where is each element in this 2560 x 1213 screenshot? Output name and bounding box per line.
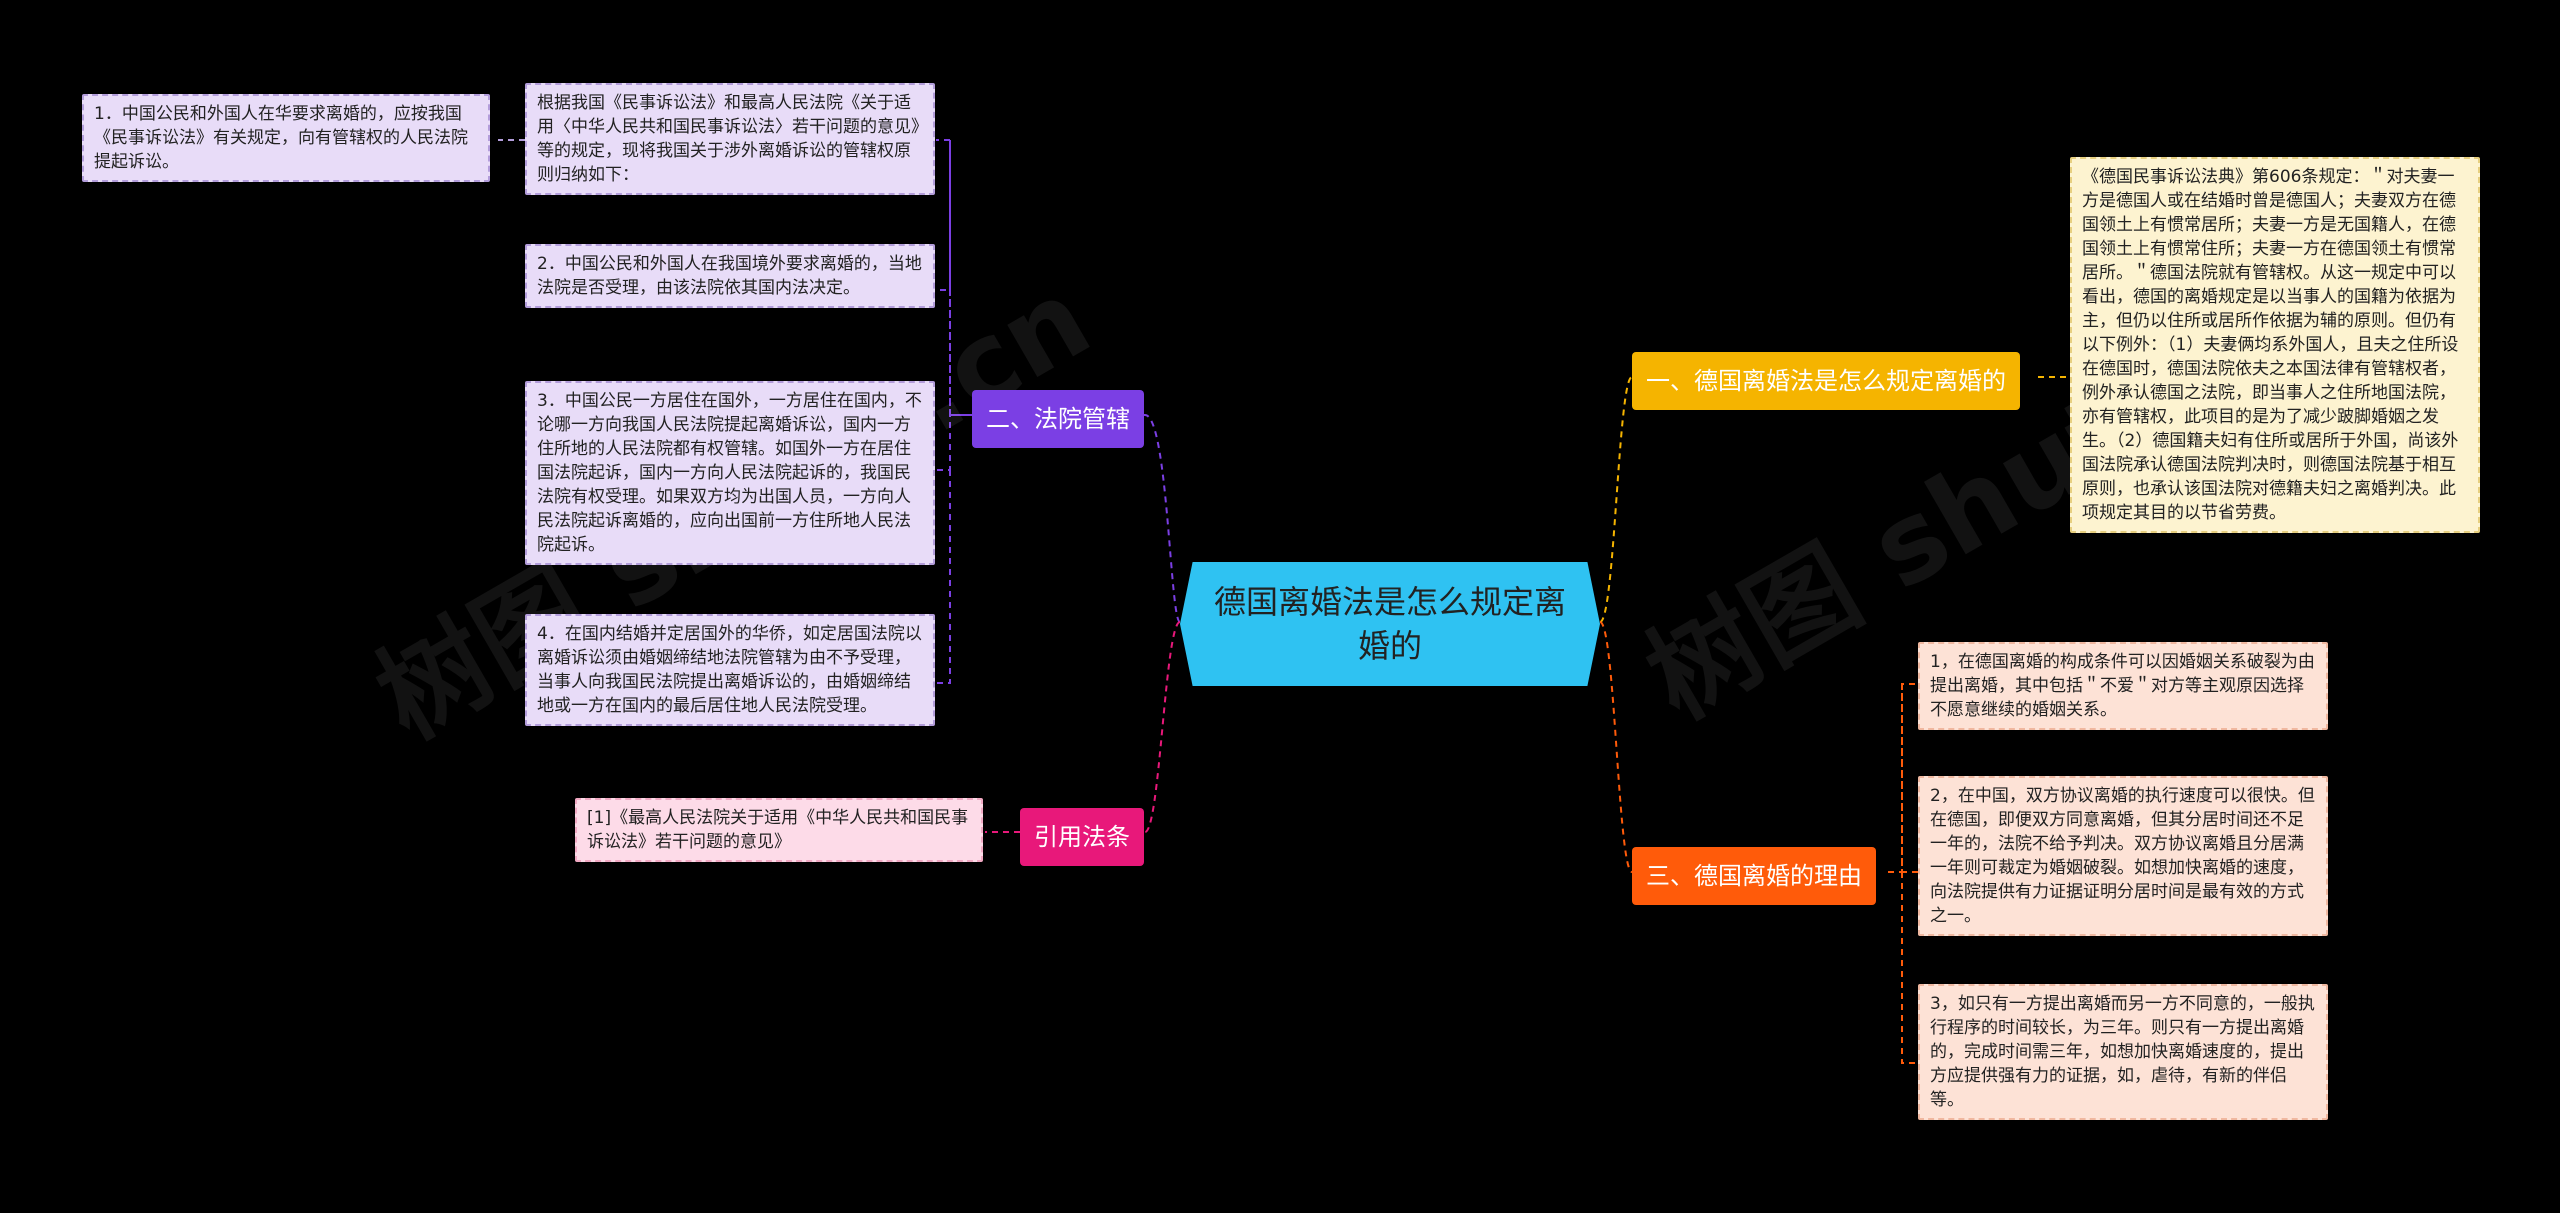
leaf-court-3[interactable]: 3．中国公民一方居住在国外，一方居住在国内，不论哪一方向我国人民法院提起离婚诉讼… — [525, 381, 935, 565]
leaf-court-2[interactable]: 2．中国公民和外国人在我国境外要求离婚的，当地法院是否受理，由该法院依其国内法决… — [525, 244, 935, 308]
leaf-court-intro[interactable]: 根据我国《民事诉讼法》和最高人民法院《关于适用〈中华人民共和国民事诉讼法〉若干问… — [525, 83, 935, 195]
leaf-reason-3[interactable]: 3，如只有一方提出离婚而另一方不同意的，一般执行程序的时间较长，为三年。则只有一… — [1918, 984, 2328, 1120]
branch-divorce-reasons[interactable]: 三、德国离婚的理由 — [1632, 847, 1876, 905]
leaf-reason-1[interactable]: 1，在德国离婚的构成条件可以因婚姻关系破裂为由提出离婚，其中包括＂不爱＂对方等主… — [1918, 642, 2328, 730]
center-topic[interactable]: 德国离婚法是怎么规定离婚的 — [1180, 562, 1600, 686]
branch-court-jurisdiction[interactable]: 二、法院管辖 — [972, 390, 1144, 448]
leaf-cite-1[interactable]: [1]《最高人民法院关于适用《中华人民共和国民事诉讼法》若干问题的意见》 — [575, 798, 983, 862]
leaf-german-law-606[interactable]: 《德国民事诉讼法典》第606条规定：＂对夫妻一方是德国人或在结婚时曾是德国人；夫… — [2070, 157, 2480, 533]
leaf-reason-2[interactable]: 2，在中国，双方协议离婚的执行速度可以很快。但在德国，即便双方同意离婚，但其分居… — [1918, 776, 2328, 936]
center-topic-label: 德国离婚法是怎么规定离婚的 — [1213, 583, 1566, 665]
branch-german-divorce-law[interactable]: 一、德国离婚法是怎么规定离婚的 — [1632, 352, 2020, 410]
leaf-court-4[interactable]: 4．在国内结婚并定居国外的华侨，如定居国法院以离婚诉讼须由婚姻缔结地法院管辖为由… — [525, 614, 935, 726]
leaf-court-1[interactable]: 1．中国公民和外国人在华要求离婚的，应按我国《民事诉讼法》有关规定，向有管辖权的… — [82, 94, 490, 182]
branch-cited-law[interactable]: 引用法条 — [1020, 808, 1144, 866]
